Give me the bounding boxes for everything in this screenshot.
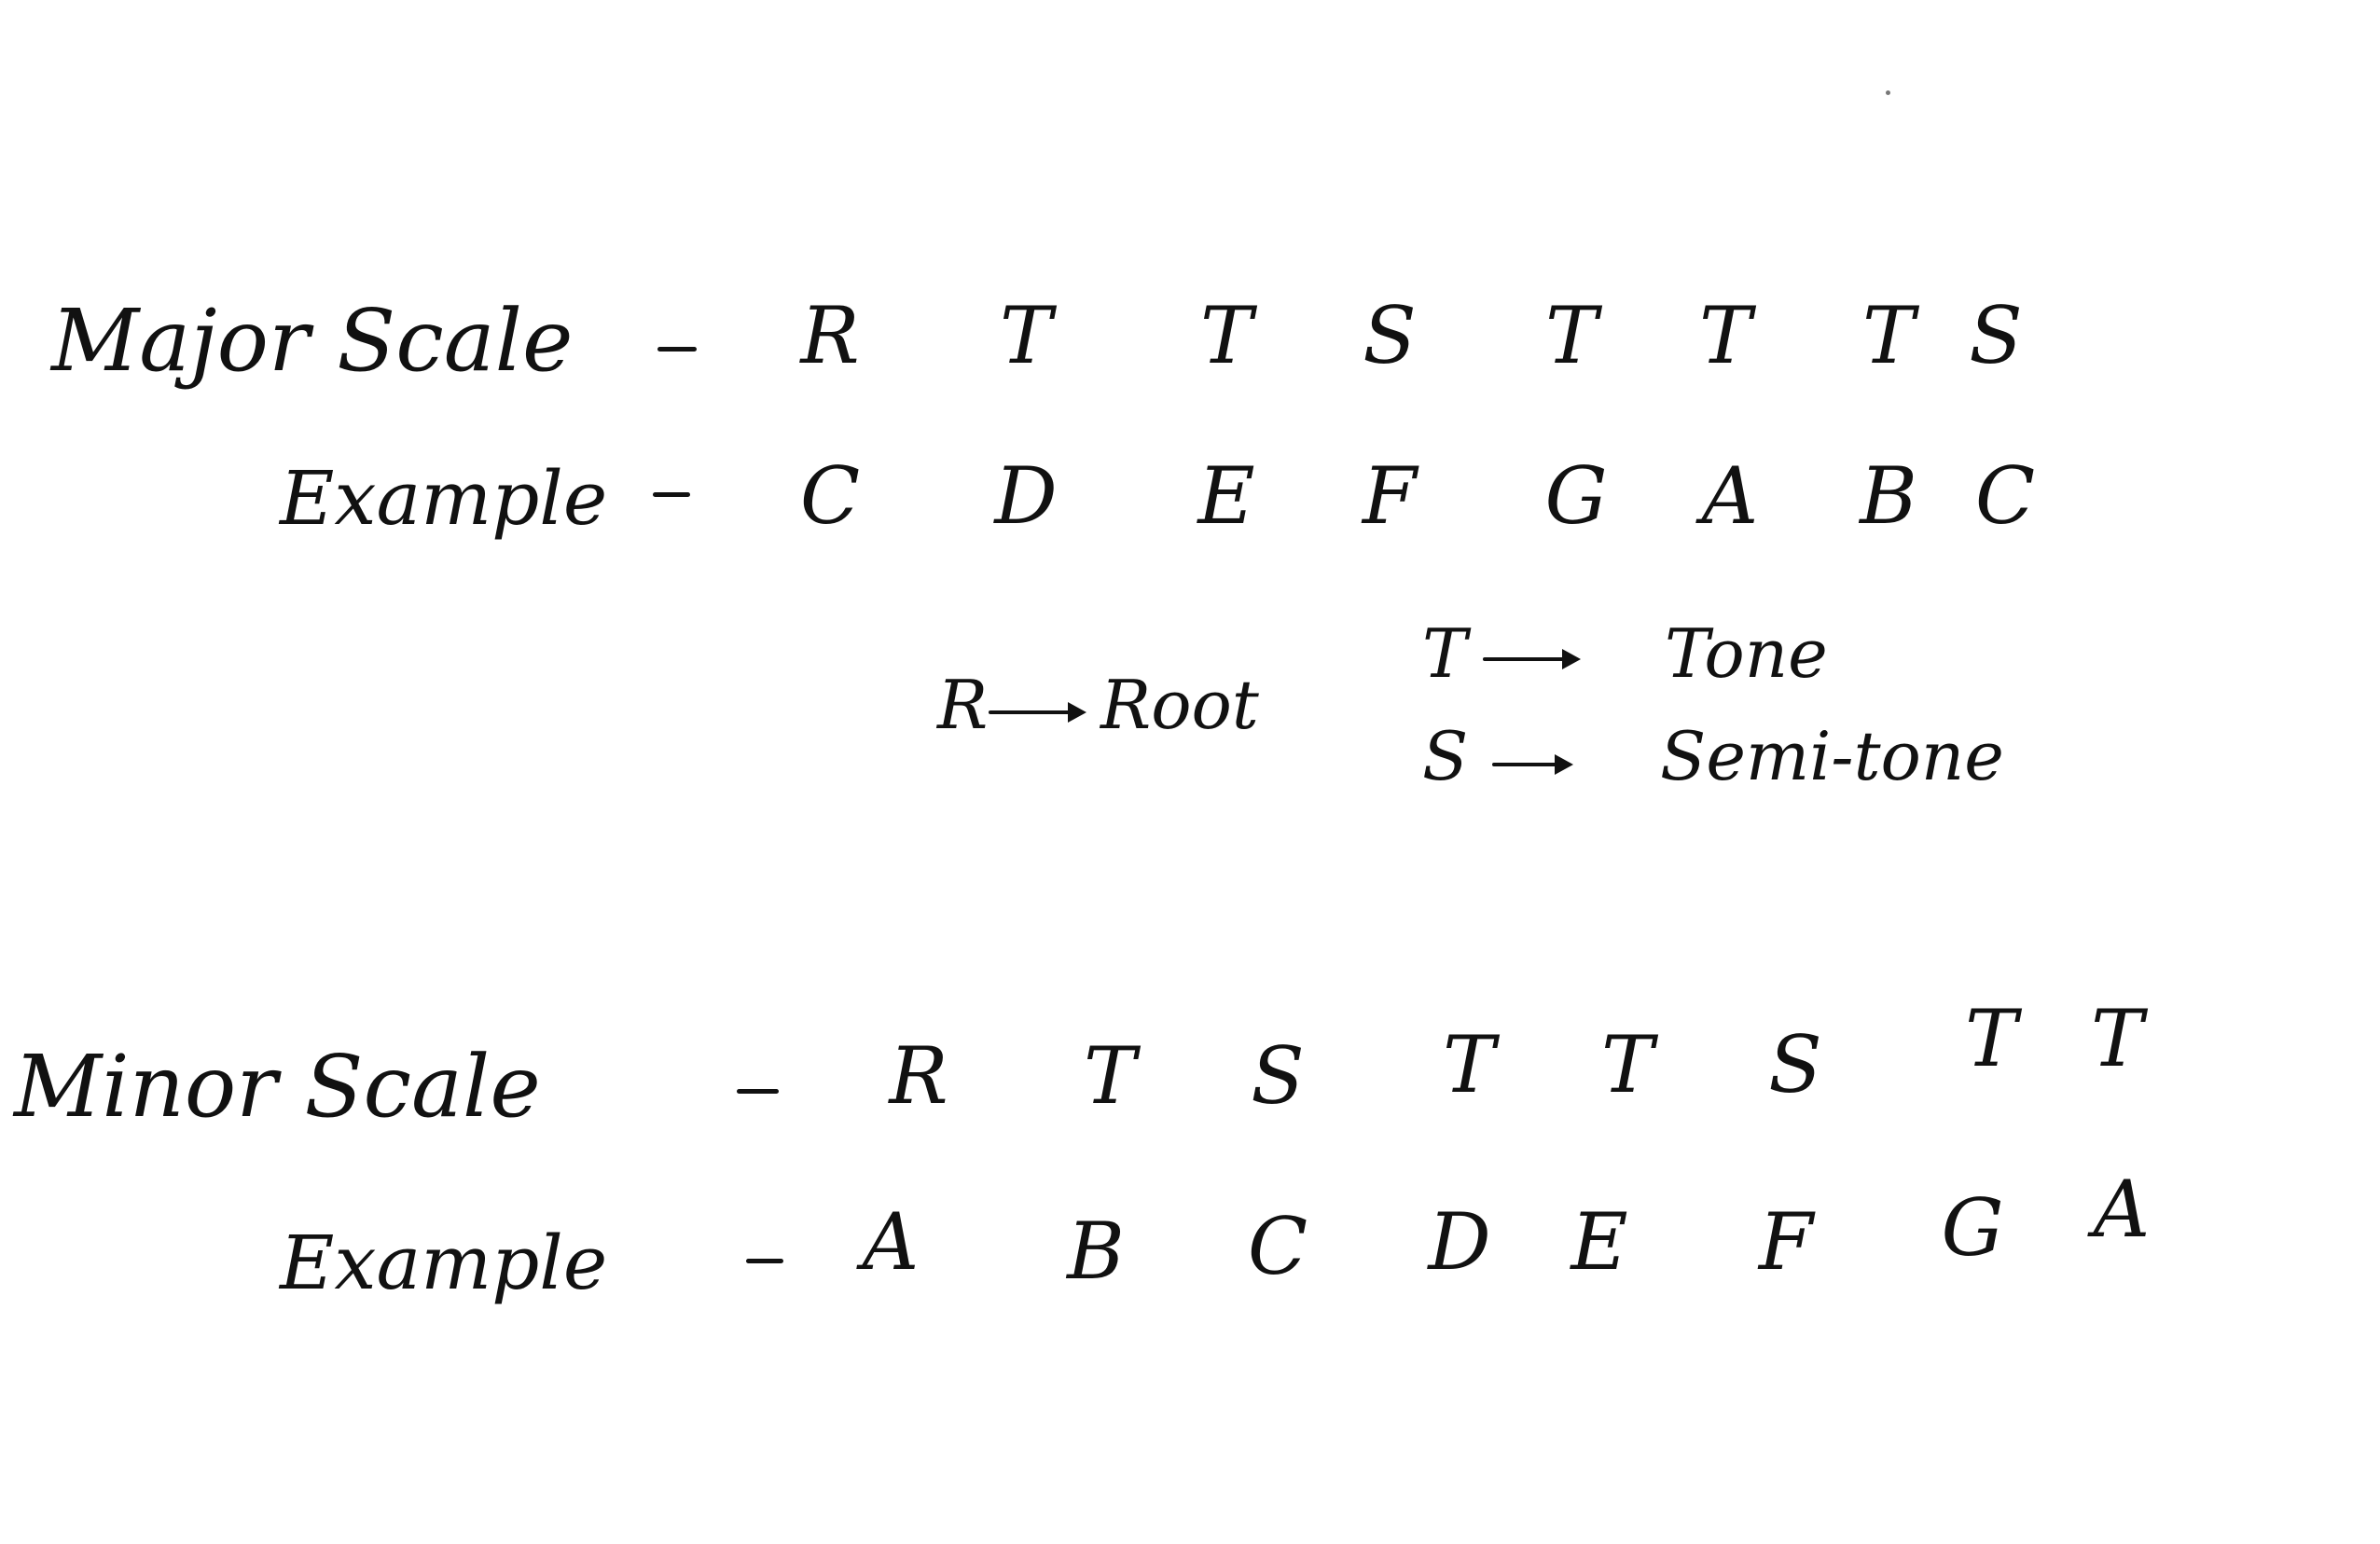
minor-note: E [1571, 1196, 1628, 1288]
minor-note: F [1758, 1196, 1814, 1288]
major-note: A [1701, 450, 1759, 542]
minor-step: T [1964, 993, 2018, 1084]
major-example-label: Example [280, 455, 608, 542]
minor-example-dash [746, 1259, 783, 1263]
major-note: D [994, 450, 1058, 542]
minor-note: C [1247, 1201, 1308, 1292]
minor-note: A [862, 1196, 920, 1288]
major-note: E [1197, 450, 1255, 542]
right-arrow-icon [1555, 754, 1573, 775]
major-step: R [800, 290, 860, 381]
right-arrow-icon [1483, 657, 1567, 661]
right-arrow-icon [1492, 763, 1559, 766]
right-arrow-icon [989, 710, 1072, 714]
minor-note: B [1067, 1206, 1125, 1297]
major-title-dash [657, 347, 697, 352]
minor-note: D [1428, 1196, 1491, 1288]
minor-step: T [1600, 1019, 1654, 1110]
major-step: S [1969, 290, 2023, 381]
minor-step: S [1768, 1019, 1822, 1110]
legend-root-key: R [937, 666, 989, 744]
major-note: C [799, 450, 861, 542]
legend-tone-key: T [1422, 614, 1468, 693]
major-note: F [1362, 450, 1418, 542]
minor-note: G [1941, 1182, 2004, 1274]
major-note: G [1544, 450, 1608, 542]
legend-root-value: Root [1100, 666, 1259, 744]
paper-speck [1886, 90, 1890, 95]
legend-tone-value: Tone [1665, 614, 1828, 693]
minor-scale-title: Minor Scale [14, 1037, 541, 1137]
major-note: C [1974, 450, 2036, 542]
minor-note: A [2093, 1164, 2151, 1255]
minor-step: T [1083, 1030, 1137, 1122]
minor-title-dash [737, 1089, 779, 1094]
legend-semitone-key: S [1422, 717, 1469, 795]
major-step: T [1698, 290, 1752, 381]
right-arrow-icon [1562, 649, 1581, 669]
minor-example-label: Example [280, 1220, 608, 1306]
major-step: T [1861, 290, 1916, 381]
major-note: B [1860, 450, 1917, 542]
major-example-dash [653, 492, 690, 497]
right-arrow-icon [1068, 702, 1086, 723]
minor-step: T [1442, 1019, 1496, 1110]
minor-step: T [2090, 993, 2144, 1084]
major-step: T [1544, 290, 1598, 381]
minor-step: S [1251, 1030, 1305, 1122]
minor-step: R [889, 1030, 948, 1122]
legend-semitone-value: Semi-tone [1660, 717, 2004, 795]
major-step: T [999, 290, 1053, 381]
major-step: S [1363, 290, 1417, 381]
major-scale-title: Major Scale [51, 291, 574, 391]
major-step: T [1199, 290, 1253, 381]
